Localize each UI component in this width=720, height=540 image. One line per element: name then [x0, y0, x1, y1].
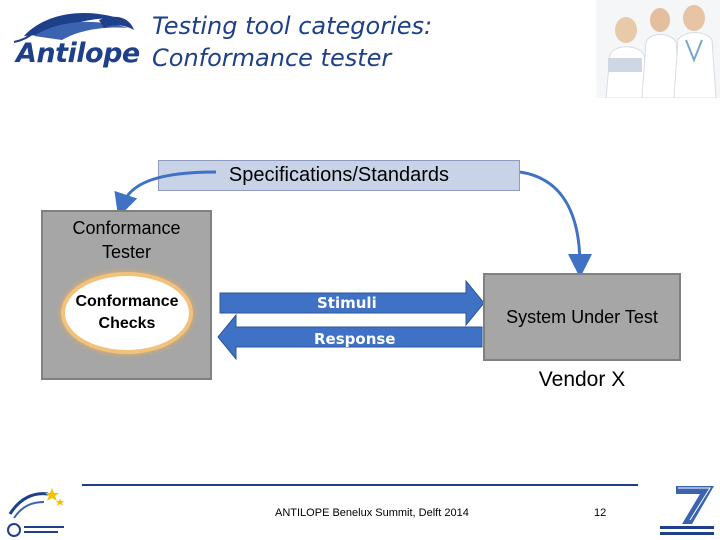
- response-arrow: [217, 313, 483, 361]
- footer-text: ANTILOPE Benelux Summit, Delft 2014: [275, 507, 469, 519]
- antilope-logo: [13, 13, 134, 43]
- checks-line-2: Checks: [98, 315, 156, 332]
- stimuli-arrow: [219, 279, 485, 327]
- tester-label-line-1: Conformance: [72, 218, 181, 238]
- system-under-test-box: System Under Test: [483, 273, 681, 361]
- doctors-photo: [596, 0, 720, 98]
- specifications-box: Specifications/Standards: [158, 160, 520, 191]
- checks-line-1: Conformance: [75, 293, 179, 310]
- title-line-1: Testing tool categories:: [152, 12, 433, 40]
- system-under-test-label: System Under Test: [506, 306, 658, 327]
- vendor-label: Vendor X: [538, 368, 626, 391]
- slide-title: Testing tool categories: Conformance tes…: [152, 10, 432, 74]
- curved-arrow-left: [114, 170, 217, 218]
- conformance-checks-oval: Conformance Checks: [61, 272, 193, 354]
- stimuli-label: Stimuli: [317, 294, 377, 312]
- title-line-2: Conformance tester: [152, 44, 392, 72]
- curved-arrow-right: [519, 170, 592, 278]
- logo-text: Antilope: [16, 38, 140, 69]
- tester-label-line-2: Tester: [101, 242, 152, 262]
- cip-logo: [7, 488, 64, 537]
- response-label: Response: [314, 330, 396, 348]
- specifications-label: Specifications/Standards: [228, 164, 450, 186]
- footer-divider: [82, 484, 638, 486]
- conformance-tester-label: Conformance Tester: [41, 216, 212, 264]
- page-number: 12: [594, 507, 607, 519]
- fp7-logo: [660, 486, 714, 535]
